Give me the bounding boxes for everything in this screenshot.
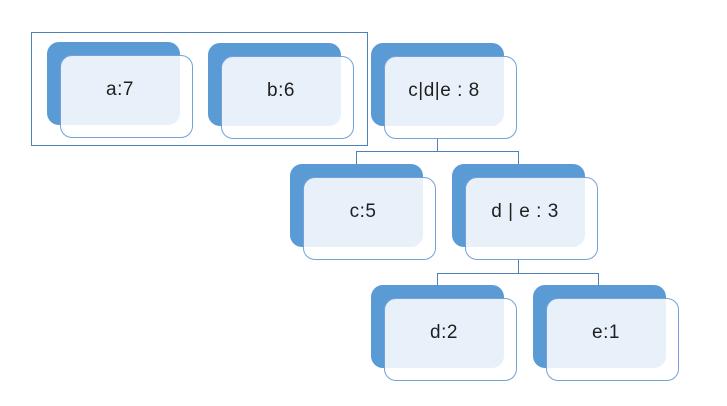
node-label: d | e : 3 [491, 201, 559, 222]
tree-node-c[interactable]: c:5 [290, 164, 436, 260]
connector-de-rail [437, 273, 599, 274]
node-card [384, 298, 517, 381]
node-card [546, 298, 679, 381]
tree-node-a[interactable]: a:7 [47, 42, 193, 138]
node-card [221, 56, 354, 139]
tree-node-d[interactable]: d:2 [371, 285, 517, 381]
connector-cde-stem [437, 138, 438, 151]
connector-de-stem [518, 259, 519, 273]
tree-node-b[interactable]: b:6 [208, 43, 354, 139]
node-label: c:5 [349, 201, 377, 222]
node-card [303, 177, 436, 260]
node-label: e:1 [592, 322, 620, 343]
connector-cde-rail [356, 151, 519, 152]
tree-node-de[interactable]: d | e : 3 [452, 164, 598, 260]
connector-drop-to-e [598, 273, 599, 285]
tree-node-cde[interactable]: c|d|e : 8 [371, 43, 517, 139]
node-label: d:2 [430, 322, 458, 343]
node-card [384, 56, 517, 139]
node-label: b:6 [267, 80, 295, 101]
node-label: c|d|e : 8 [408, 80, 480, 101]
node-card [60, 55, 193, 138]
connector-drop-to-de [518, 151, 519, 164]
node-card [465, 177, 598, 260]
connector-drop-to-c [356, 151, 357, 164]
tree-node-e[interactable]: e:1 [533, 285, 679, 381]
group-frame-a-b [31, 32, 368, 146]
connector-drop-to-d [437, 273, 438, 285]
node-label: a:7 [106, 79, 134, 100]
